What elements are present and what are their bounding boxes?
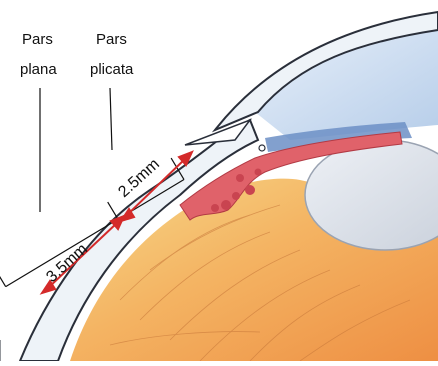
- pars-plicata-label-line2: plicata: [90, 61, 134, 78]
- pars-plana-label-line2: plana: [20, 61, 57, 78]
- pars-plana-label-line1: Pars: [22, 31, 53, 48]
- pars-plicata-label-line1: Pars: [96, 31, 127, 48]
